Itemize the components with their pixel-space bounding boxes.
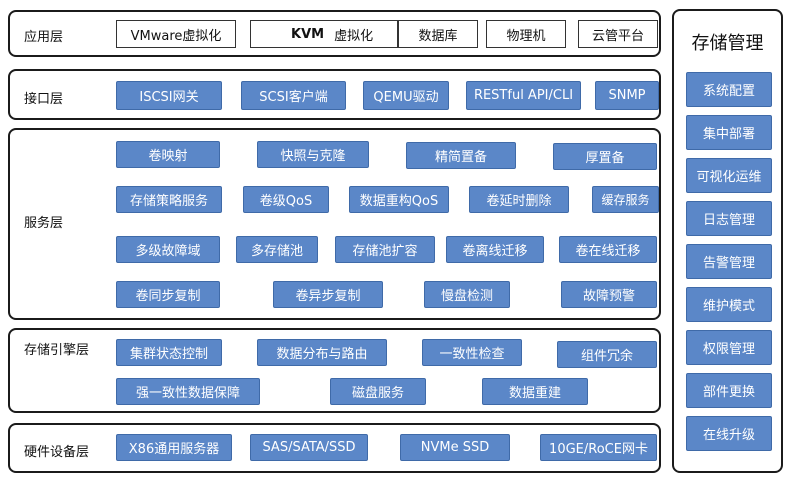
app-layer: 应用层 VMware虚拟化 KVM 虚拟化 数据库 物理机 云管平台 [8, 10, 661, 57]
svc-offline-migration: 卷离线迁移 [446, 236, 544, 263]
svc-pool-expansion: 存储池扩容 [335, 236, 435, 263]
mgmt-system-config: 系统配置 [686, 72, 772, 107]
service-layer-label: 服务层 [24, 216, 64, 231]
svc-volume-qos: 卷级QoS [243, 186, 329, 213]
hw-rdma-nic: 10GE/RoCE网卡 [540, 434, 657, 461]
interface-layer-label: 接口层 [24, 92, 64, 107]
mgmt-component-replacement: 部件更换 [686, 373, 772, 408]
svc-thick-provisioning: 厚置备 [553, 143, 657, 170]
iface-qemu-driver: QEMU驱动 [363, 81, 449, 110]
iface-snmp: SNMP [595, 81, 659, 110]
svc-fault-warning: 故障预警 [561, 281, 657, 308]
mgmt-online-upgrade: 在线升级 [686, 416, 772, 451]
service-layer: 服务层 卷映射 快照与克隆 精简置备 厚置备 存储策略服务 卷级QoS 数据重构… [8, 128, 661, 320]
mgmt-log-management: 日志管理 [686, 201, 772, 236]
svc-delayed-delete: 卷延时删除 [469, 186, 569, 213]
storage-management-panel: 存储管理 系统配置 集中部署 可视化运维 日志管理 告警管理 维护模式 权限管理… [672, 9, 783, 473]
svc-multi-pool: 多存储池 [236, 236, 318, 263]
eng-data-distribution: 数据分布与路由 [257, 339, 387, 366]
app-item-vmware: VMware虚拟化 [116, 20, 236, 48]
svc-slow-disk-detection: 慢盘检测 [424, 281, 510, 308]
eng-disk-service: 磁盘服务 [330, 378, 426, 405]
app-item-physical-machine: 物理机 [486, 20, 566, 48]
svc-fault-domain: 多级故障域 [116, 236, 220, 263]
app-item-cloud-platform: 云管平台 [578, 20, 658, 48]
hw-sas-sata-ssd: SAS/SATA/SSD [250, 434, 368, 461]
svc-online-migration: 卷在线迁移 [559, 236, 657, 263]
mgmt-visual-ops: 可视化运维 [686, 158, 772, 193]
hardware-layer-label: 硬件设备层 [24, 445, 90, 460]
eng-consistency-check: 一致性检查 [422, 339, 522, 366]
eng-component-redundancy: 组件冗余 [557, 341, 657, 368]
storage-management-title: 存储管理 [691, 33, 764, 54]
svc-async-replication: 卷异步复制 [273, 281, 383, 308]
app-item-kvm: KVM [291, 26, 325, 42]
eng-strong-consistency: 强一致性数据保障 [116, 378, 260, 405]
app-layer-label: 应用层 [24, 30, 64, 45]
svc-storage-policy: 存储策略服务 [116, 186, 222, 213]
svc-sync-replication: 卷同步复制 [116, 281, 220, 308]
hw-x86-server: X86通用服务器 [116, 434, 232, 461]
mgmt-permission-management: 权限管理 [686, 330, 772, 365]
iface-scsi-client: SCSI客户端 [241, 81, 346, 110]
hw-nvme-ssd: NVMe SSD [400, 434, 510, 461]
engine-layer: 存储引擎层 集群状态控制 数据分布与路由 一致性检查 组件冗余 强一致性数据保障… [8, 328, 661, 413]
eng-cluster-control: 集群状态控制 [116, 339, 222, 366]
svc-cache: 缓存服务 [592, 186, 659, 213]
mgmt-central-deploy: 集中部署 [686, 115, 772, 150]
app-item-virtualization: 虚拟化 [334, 28, 374, 44]
interface-layer: 接口层 ISCSI网关 SCSI客户端 QEMU驱动 RESTful API/C… [8, 69, 661, 120]
app-item-database: 数据库 [398, 20, 478, 48]
svc-rebuild-qos: 数据重构QoS [349, 186, 449, 213]
svc-volume-mapping: 卷映射 [116, 141, 220, 168]
svc-snapshot-clone: 快照与克隆 [257, 141, 369, 168]
mgmt-alarm-management: 告警管理 [686, 244, 772, 279]
engine-layer-label: 存储引擎层 [24, 343, 90, 358]
iface-restful-api: RESTful API/CLI [466, 81, 581, 110]
eng-data-rebuild: 数据重建 [482, 378, 588, 405]
svc-thin-provisioning: 精简置备 [406, 142, 516, 169]
app-item-kvm-virtualization: KVM 虚拟化 [250, 20, 398, 48]
mgmt-maintenance-mode: 维护模式 [686, 287, 772, 322]
hardware-layer: 硬件设备层 X86通用服务器 SAS/SATA/SSD NVMe SSD 10G… [8, 423, 661, 473]
iface-iscsi-gateway: ISCSI网关 [116, 81, 222, 110]
